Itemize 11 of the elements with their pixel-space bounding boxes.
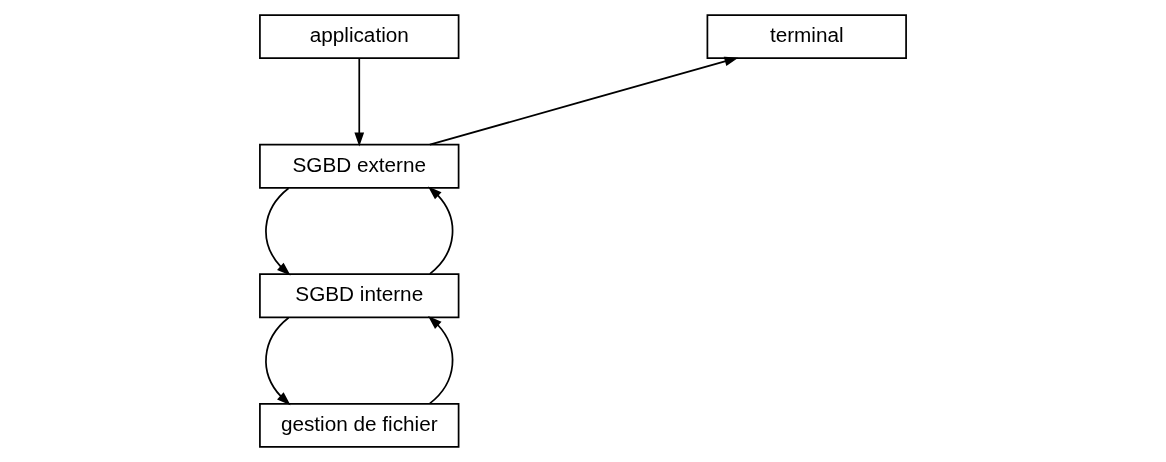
node-box: application	[259, 14, 460, 60]
node-box: terminal	[706, 14, 907, 60]
arrow	[265, 187, 291, 276]
arrow	[428, 316, 454, 405]
arrow	[428, 56, 739, 146]
node-box: SGBD interne	[259, 273, 460, 319]
node-box: gestion de fichier	[259, 402, 460, 448]
arrow	[265, 316, 291, 406]
arrow	[354, 57, 365, 147]
node-box: SGBD externe	[259, 143, 460, 189]
arrow	[428, 186, 454, 275]
